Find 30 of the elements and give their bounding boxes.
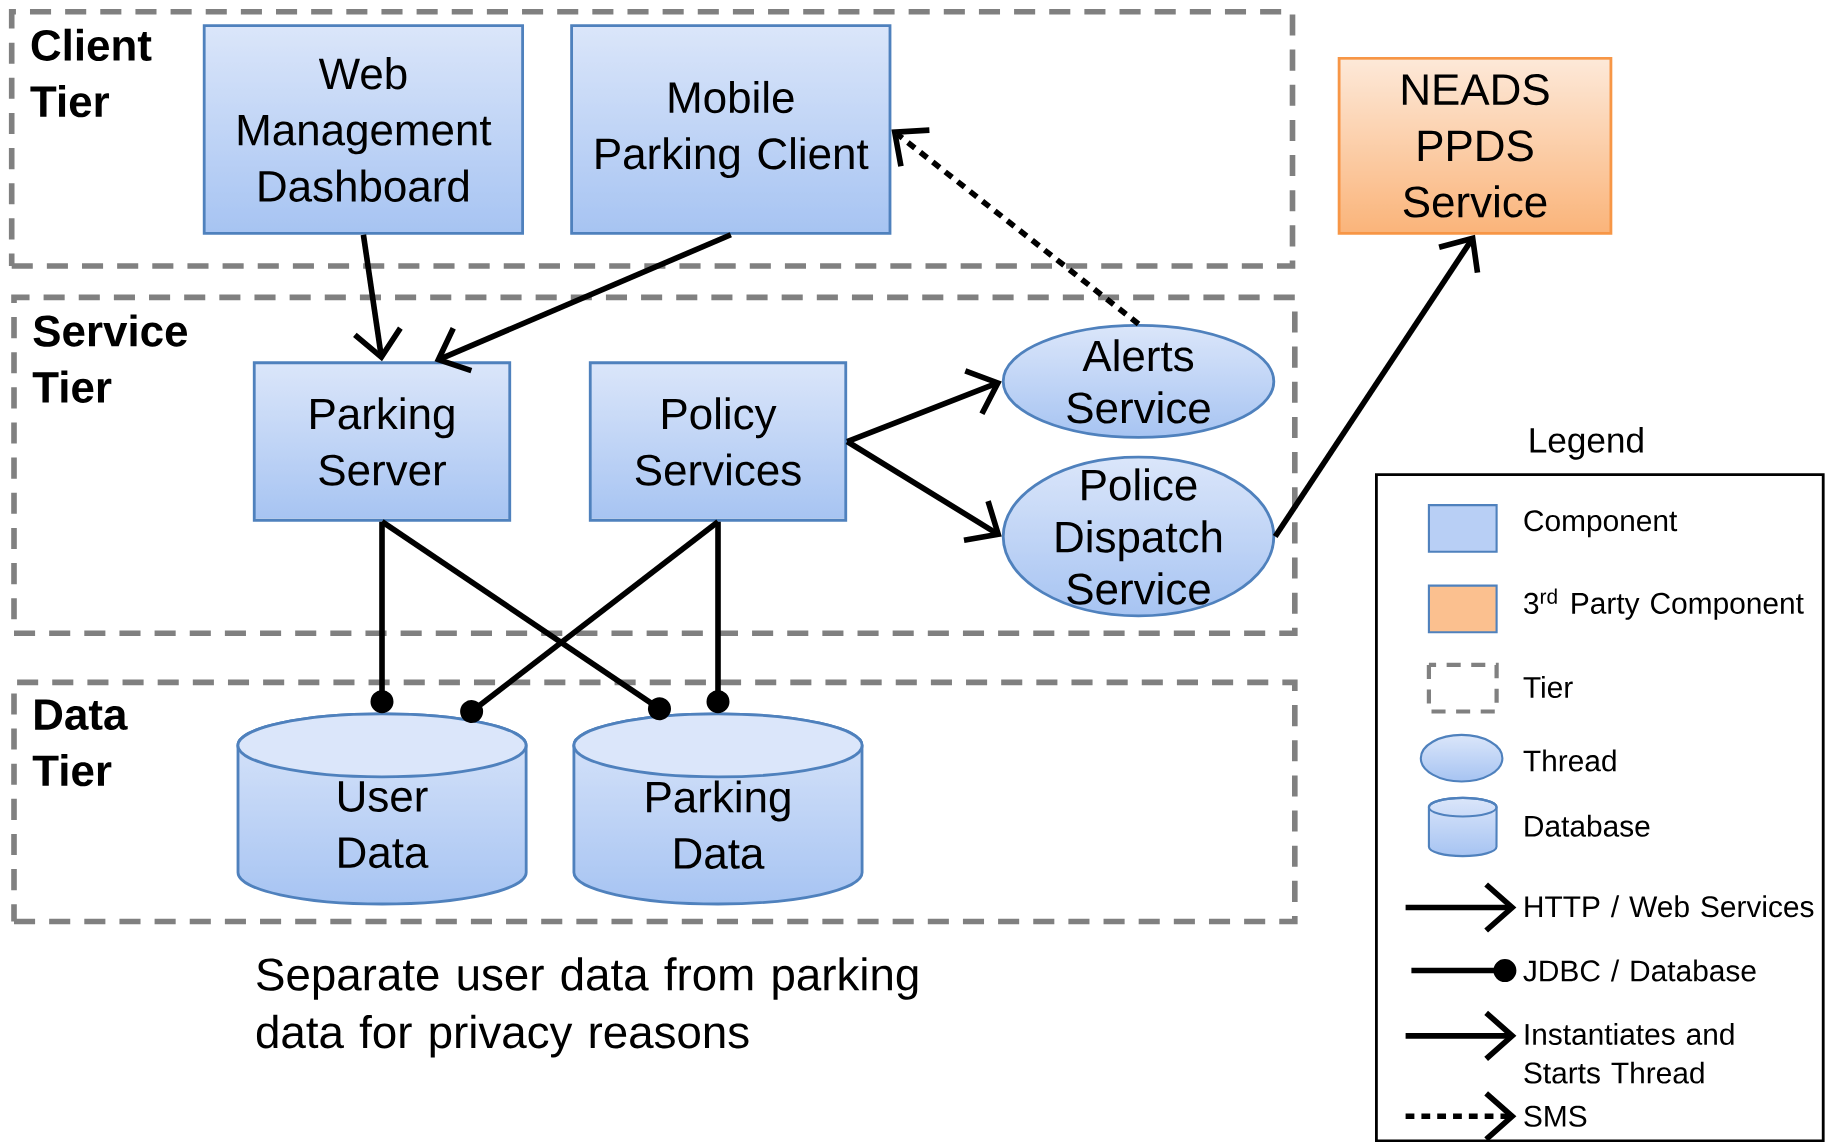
component-box: Policy Services bbox=[588, 361, 848, 522]
tier-label: Data Tier bbox=[32, 699, 128, 787]
legend-text: Thread bbox=[1523, 749, 1616, 772]
connector-line bbox=[460, 519, 720, 724]
tier-label: Service Tier bbox=[32, 314, 187, 403]
component-box: Mobile Parking Client bbox=[570, 24, 892, 235]
database-cylinder: User Data bbox=[236, 712, 528, 906]
legend-text: SMS bbox=[1524, 1105, 1587, 1127]
arrow bbox=[846, 368, 1002, 445]
tier-label: Client Tier bbox=[30, 28, 152, 118]
legend-text: Component bbox=[1524, 510, 1678, 538]
caption-text: Separate user data from parking data for privacy reasons bbox=[256, 957, 918, 1058]
connector-line bbox=[706, 521, 730, 714]
database-cylinder: Parking Data bbox=[572, 712, 864, 906]
legend-text: 3$^{rd}$ Party Component bbox=[1524, 588, 1804, 620]
legend-text: JDBC / Database bbox=[1523, 959, 1756, 982]
component-box: NEADS PPDS Service bbox=[1337, 56, 1613, 235]
component-box: Parking Server bbox=[252, 361, 512, 522]
arrow bbox=[353, 234, 403, 362]
legend-text: HTTP / Web Services bbox=[1525, 895, 1814, 918]
legend-text: Database bbox=[1525, 814, 1650, 837]
connector-line bbox=[370, 521, 394, 714]
arrow bbox=[845, 439, 1002, 544]
connector-line bbox=[380, 519, 671, 721]
legend-text: Instantiates and Starts Thread bbox=[1524, 1023, 1734, 1084]
component-box: Web Management Dashboard bbox=[202, 24, 524, 235]
arrow bbox=[434, 232, 732, 374]
legend-title: Legend bbox=[1530, 426, 1643, 460]
legend-text: Tier bbox=[1523, 676, 1573, 698]
arrow bbox=[1272, 234, 1481, 539]
